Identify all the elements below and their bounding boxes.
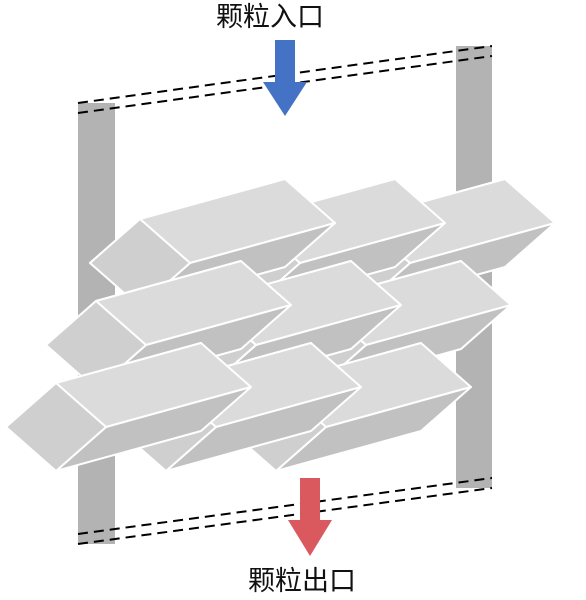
diamond-bars <box>5 178 556 472</box>
outlet-arrow-icon <box>288 478 332 556</box>
bar-8 <box>5 342 252 472</box>
frame-bottom-front <box>77 477 493 535</box>
flow-arrows <box>263 40 332 556</box>
inlet-label: 颗粒入口 <box>216 2 324 33</box>
frame-bottom-back <box>77 487 493 545</box>
bar-end-face <box>5 382 107 472</box>
outlet-label: 颗粒出口 <box>248 566 356 597</box>
inlet-arrow-icon <box>263 40 307 116</box>
